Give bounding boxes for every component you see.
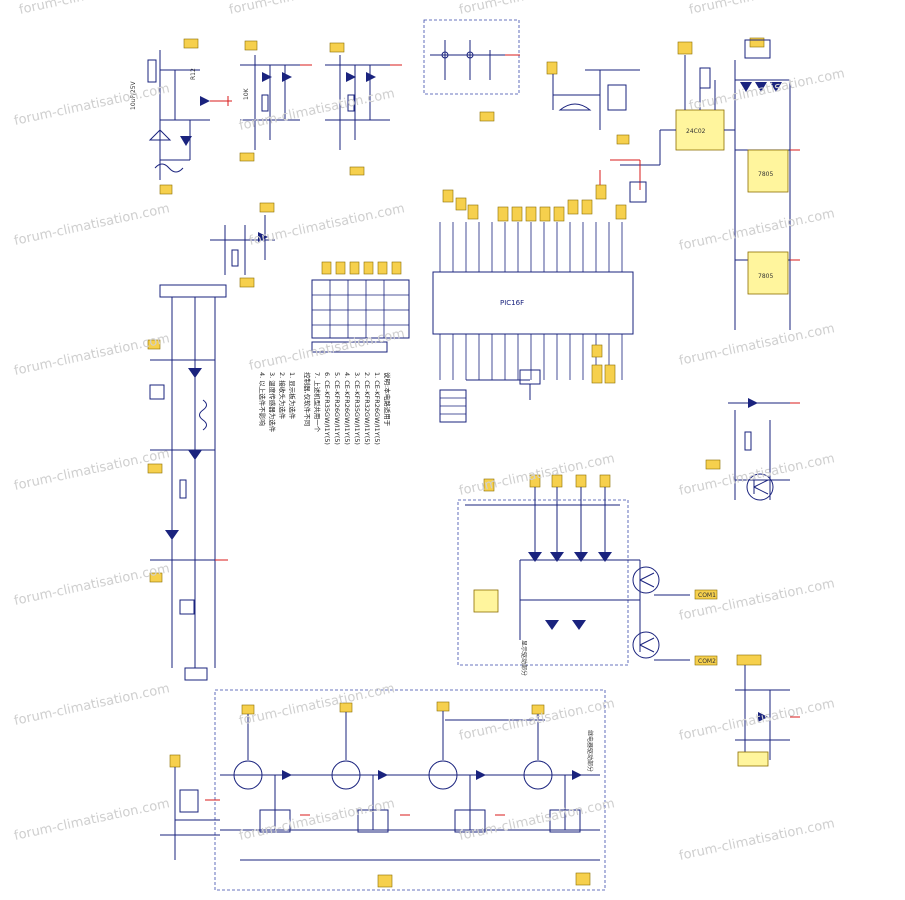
svg-text:7. 上述机型共用一个: 7. 上述机型共用一个 (313, 372, 322, 433)
svg-text:forum-climatisation.com: forum-climatisation.com (458, 796, 616, 844)
svg-text:forum-climatisation.com: forum-climatisation.com (18, 0, 176, 18)
com1-label: COM1 (698, 592, 716, 599)
svg-text:1. 显示板为选件: 1. 显示板为选件 (288, 372, 297, 420)
svg-text:forum-climatisation.com: forum-climatisation.com (228, 0, 386, 18)
svg-text:forum-climatisation.com: forum-climatisation.com (238, 86, 396, 134)
relay-section-title: 继电器驱动部分 (586, 730, 594, 772)
eeprom-block: 24C02 (620, 41, 735, 166)
output-block (735, 654, 800, 767)
display-section-title: 显示驱动部分 (520, 640, 528, 676)
svg-text:7805: 7805 (758, 273, 773, 280)
svg-text:2. CE-KFR32GW/I1Y(5): 2. CE-KFR32GW/I1Y(5) (363, 372, 371, 445)
comparator-block (210, 202, 275, 288)
switch-block (423, 19, 520, 122)
svg-text:3. CE-KFR35GW/I1Y(5): 3. CE-KFR35GW/I1Y(5) (353, 372, 361, 445)
svg-text:forum-climatisation.com: forum-climatisation.com (458, 0, 616, 18)
svg-text:forum-climatisation.com: forum-climatisation.com (13, 81, 171, 129)
buzzer-block (546, 61, 640, 145)
svg-text:10uF/25V: 10uF/25V (130, 80, 137, 110)
sensor-transistor-block (705, 398, 800, 501)
svg-text:forum-climatisation.com: forum-climatisation.com (688, 66, 846, 114)
svg-text:forum-climatisation.com: forum-climatisation.com (238, 681, 396, 729)
notes-block: 说明:本电路适用于 1. CE-KFR26GW/I1Y(5) 2. CE-KFR… (258, 372, 392, 445)
svg-text:forum-climatisation.com: forum-climatisation.com (13, 446, 171, 494)
mcu-block: PIC16F (432, 159, 647, 423)
display-section: COM1 COM2 显示驱动部分 (457, 474, 718, 676)
svg-text:forum-climatisation.com: forum-climatisation.com (13, 201, 171, 249)
com2-label: COM2 (698, 658, 716, 665)
svg-text:forum-climatisation.com: forum-climatisation.com (248, 326, 406, 374)
svg-text:forum-climatisation.com: forum-climatisation.com (678, 451, 836, 499)
svg-text:24C02: 24C02 (686, 128, 706, 135)
svg-text:forum-climatisation.com: forum-climatisation.com (238, 796, 396, 844)
svg-text:10K: 10K (243, 87, 250, 100)
power-input-block (147, 284, 228, 681)
relay-driver-section: 继电器驱动部分 (160, 689, 606, 891)
svg-text:forum-climatisation.com: forum-climatisation.com (13, 796, 171, 844)
power-supply-block: 10uF/25V R12 (130, 38, 232, 195)
sensor-input-block-1: 10K (239, 40, 312, 162)
sensor-input-block-2 (325, 42, 402, 176)
svg-text:forum-climatisation.com: forum-climatisation.com (688, 0, 846, 18)
svg-text:forum-climatisation.com: forum-climatisation.com (678, 576, 836, 624)
svg-text:5. CE-KFR26GW/I1Y(5): 5. CE-KFR26GW/I1Y(5) (333, 372, 341, 445)
svg-text:6. CE-KFR35GW/I1Y(5): 6. CE-KFR35GW/I1Y(5) (323, 372, 331, 445)
svg-text:4. 以上选件不影响: 4. 以上选件不影响 (258, 372, 267, 426)
svg-text:forum-climatisation.com: forum-climatisation.com (678, 816, 836, 864)
svg-text:3. 温度传感器为选件: 3. 温度传感器为选件 (268, 372, 277, 433)
svg-text:forum-climatisation.com: forum-climatisation.com (678, 206, 836, 254)
svg-text:forum-climatisation.com: forum-climatisation.com (458, 451, 616, 499)
svg-text:说明:本电路适用于: 说明:本电路适用于 (383, 372, 392, 427)
svg-text:forum-climatisation.com: forum-climatisation.com (13, 681, 171, 729)
svg-text:控制器,仅软件不同: 控制器,仅软件不同 (303, 372, 312, 426)
svg-text:forum-climatisation.com: forum-climatisation.com (678, 696, 836, 744)
svg-text:forum-climatisation.com: forum-climatisation.com (13, 561, 171, 609)
svg-text:2. 接收头为选件: 2. 接收头为选件 (278, 372, 287, 420)
svg-text:7805: 7805 (758, 171, 773, 178)
mcu-label: PIC16F (500, 299, 524, 307)
connector-header (311, 261, 410, 353)
svg-text:forum-climatisation.com: forum-climatisation.com (13, 331, 171, 379)
svg-text:R12: R12 (190, 68, 197, 80)
regulator-block: 7805 7805 (734, 37, 800, 330)
svg-text:1. CE-KFR26GW/I1Y(5): 1. CE-KFR26GW/I1Y(5) (373, 372, 381, 445)
svg-text:forum-climatisation.com: forum-climatisation.com (678, 321, 836, 369)
svg-text:4. CE-KFR26GW/I1Y(5): 4. CE-KFR26GW/I1Y(5) (343, 372, 351, 445)
